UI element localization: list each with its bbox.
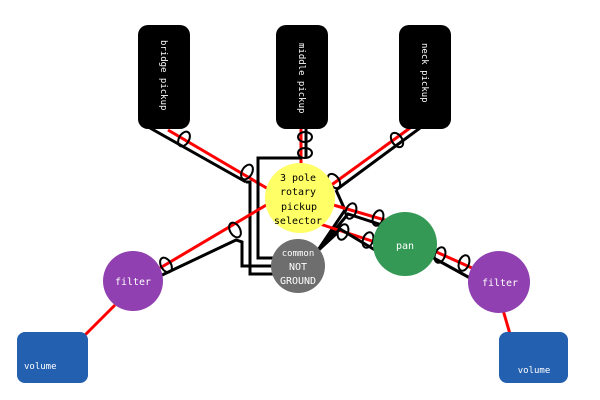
wire-bridge-ground-down	[246, 180, 275, 276]
wire-loop-icon	[297, 147, 313, 159]
pickup-middle-label: middle pickup	[296, 43, 306, 113]
volume-left-label: volume	[24, 362, 57, 372]
wire-sel-filter-left-hot	[159, 202, 269, 270]
common-line-2: NOT	[289, 262, 307, 273]
wire-filter-volume-right	[501, 309, 512, 335]
filter-left: filter	[103, 251, 163, 311]
wire-pan-filter-right-hot	[431, 248, 473, 270]
selector-line-4: selector	[274, 216, 322, 227]
wire-loop-icon	[371, 209, 385, 227]
filter-right-label: filter	[482, 278, 518, 289]
selector-line-3: pickup	[281, 202, 317, 213]
pickup-middle: middle pickup	[276, 25, 328, 129]
wire-sel-pan-hot-1	[329, 202, 386, 222]
volume-left: volume	[17, 332, 88, 383]
wire-loop-icon	[240, 163, 254, 181]
filter-left-label: filter	[115, 277, 151, 288]
wires	[82, 126, 512, 338]
wire-loop-icon	[297, 131, 313, 143]
wire-loop-icon	[336, 223, 350, 241]
filter-right: filter	[468, 251, 530, 313]
wire-loop-icon	[344, 202, 358, 220]
wire-neck-hot	[329, 126, 411, 188]
wire-loop-icon	[159, 256, 173, 274]
wire-loop-icon	[457, 254, 471, 272]
wire-loop-icon	[177, 130, 191, 148]
volume-right: volume	[499, 332, 568, 383]
wire-sel-filter-left-ground	[159, 238, 275, 278]
volume-right-label: volume	[518, 366, 551, 376]
pickup-neck: neck pickup	[399, 25, 451, 129]
pickup-neck-label: neck pickup	[419, 43, 429, 103]
selector-line-2: rotary	[280, 187, 316, 198]
common-not-ground-node: common NOT GROUND	[271, 239, 325, 293]
wire-neck-ground	[335, 126, 421, 192]
pan-label: pan	[396, 241, 414, 252]
wire-pan-filter-right-ground	[429, 254, 471, 280]
wire-bridge-hot	[167, 128, 271, 192]
wire-loop-icon	[389, 131, 405, 149]
wire-filter-volume-left	[82, 303, 117, 338]
selector-line-1: 3 pole	[280, 173, 316, 184]
wire-loop-icon	[228, 221, 242, 239]
wire-middle-ground-loop	[256, 156, 302, 260]
pickup-bridge: bridge pickup	[138, 25, 190, 129]
pan-knob: pan	[373, 212, 437, 276]
common-line-3: GROUND	[280, 276, 316, 287]
wire-bridge-ground	[149, 126, 247, 184]
pickup-bridge-label: bridge pickup	[158, 40, 168, 110]
rotary-selector: 3 pole rotary pickup selector	[265, 163, 335, 233]
wire-loop-icon	[361, 231, 375, 249]
common-line-1: common	[282, 249, 315, 259]
